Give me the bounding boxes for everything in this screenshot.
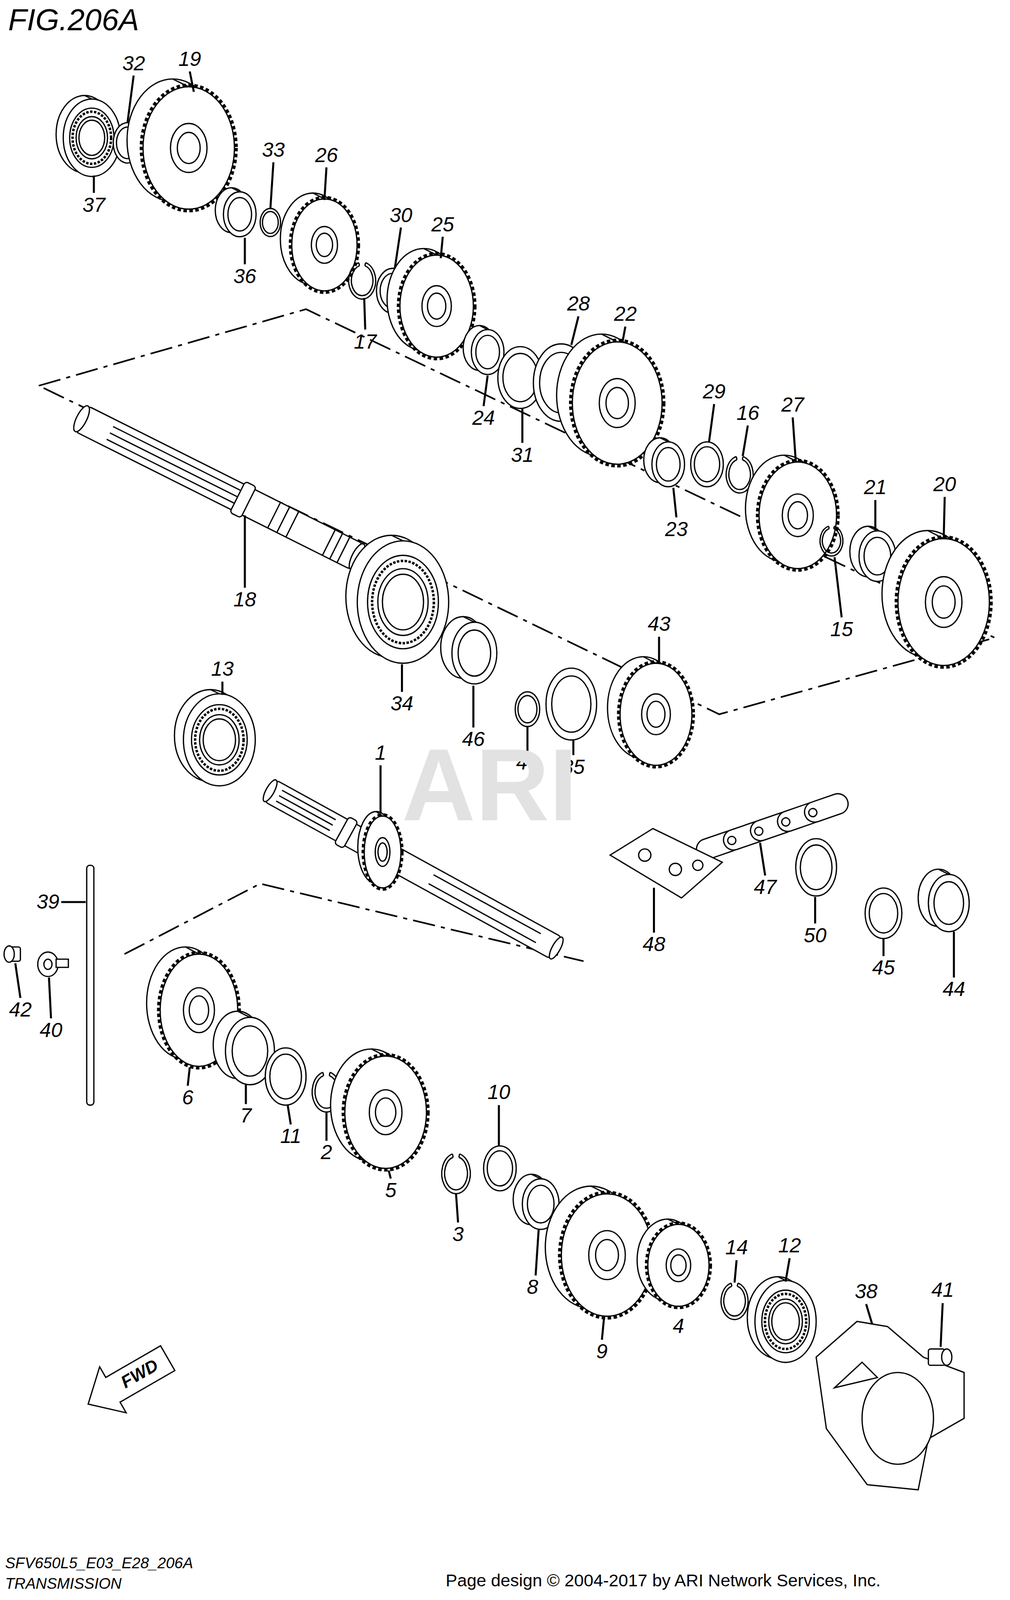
callout-number: 10 (487, 1082, 510, 1103)
callout-number: 31 (510, 444, 534, 466)
callout-number: 32 (122, 53, 145, 74)
callout-number: 3 (452, 1224, 464, 1245)
direction-arrow-text: FWD (118, 1356, 162, 1392)
callout-number: 17 (354, 331, 377, 353)
callout-number: 50 (803, 925, 827, 947)
callout-number: 30 (389, 205, 413, 226)
callout-number: 24 (472, 408, 495, 429)
callout-number: 1 (375, 742, 387, 764)
copyright-note: Page design © 2004-2017 by ARI Network S… (445, 1572, 881, 1591)
section-name: TRANSMISSION (4, 1576, 122, 1592)
callout-number: 6 (182, 1087, 194, 1109)
callout-number: 28 (567, 294, 590, 315)
callout-number: 42 (9, 999, 32, 1021)
callout-number: 11 (280, 1126, 302, 1147)
callout-number: 40 (39, 1020, 63, 1041)
diagram-code: SFV650L5_E03_E28_206A (4, 1556, 193, 1572)
callout-number: 2 (320, 1142, 333, 1164)
callout-number: 38 (854, 1281, 878, 1303)
callout-number: 15 (830, 619, 853, 640)
callout-number: 19 (178, 48, 201, 70)
callout-number: 25 (431, 214, 454, 235)
callout-number: 48 (642, 934, 666, 955)
callout-number: 14 (725, 1237, 748, 1259)
callout-number: 8 (526, 1277, 539, 1298)
callout-number: 21 (863, 477, 887, 499)
callout-number: 27 (781, 394, 804, 416)
callout-number: 18 (233, 589, 256, 611)
callout-number: 37 (82, 194, 106, 216)
callout-number: 41 (931, 1280, 954, 1302)
callout-number: 16 (736, 402, 759, 424)
callout-number: 13 (210, 658, 234, 680)
callout-number: 43 (647, 614, 671, 635)
callout-number: 12 (778, 1235, 801, 1257)
figure-title: FIG.206A (8, 3, 140, 35)
callout-number: 26 (315, 145, 338, 166)
callout-number: 7 (240, 1105, 252, 1127)
callout-number: 39 (36, 891, 60, 913)
callout-number: 47 (753, 877, 777, 898)
callout-number: 20 (933, 474, 956, 495)
callout-number: 36 (233, 266, 256, 287)
callout-number: 45 (872, 957, 895, 979)
callout-number: 23 (665, 519, 688, 540)
callout-number: 29 (702, 381, 726, 402)
callout-number: 34 (390, 693, 414, 715)
callout-number: 22 (613, 303, 637, 325)
callout-number: 33 (262, 139, 285, 161)
callout-number: 9 (596, 1341, 608, 1363)
callout-number: 5 (384, 1180, 397, 1201)
watermark: ARI (401, 734, 578, 837)
callout-number: 44 (942, 979, 966, 1000)
callout-number: 4 (672, 1316, 684, 1337)
